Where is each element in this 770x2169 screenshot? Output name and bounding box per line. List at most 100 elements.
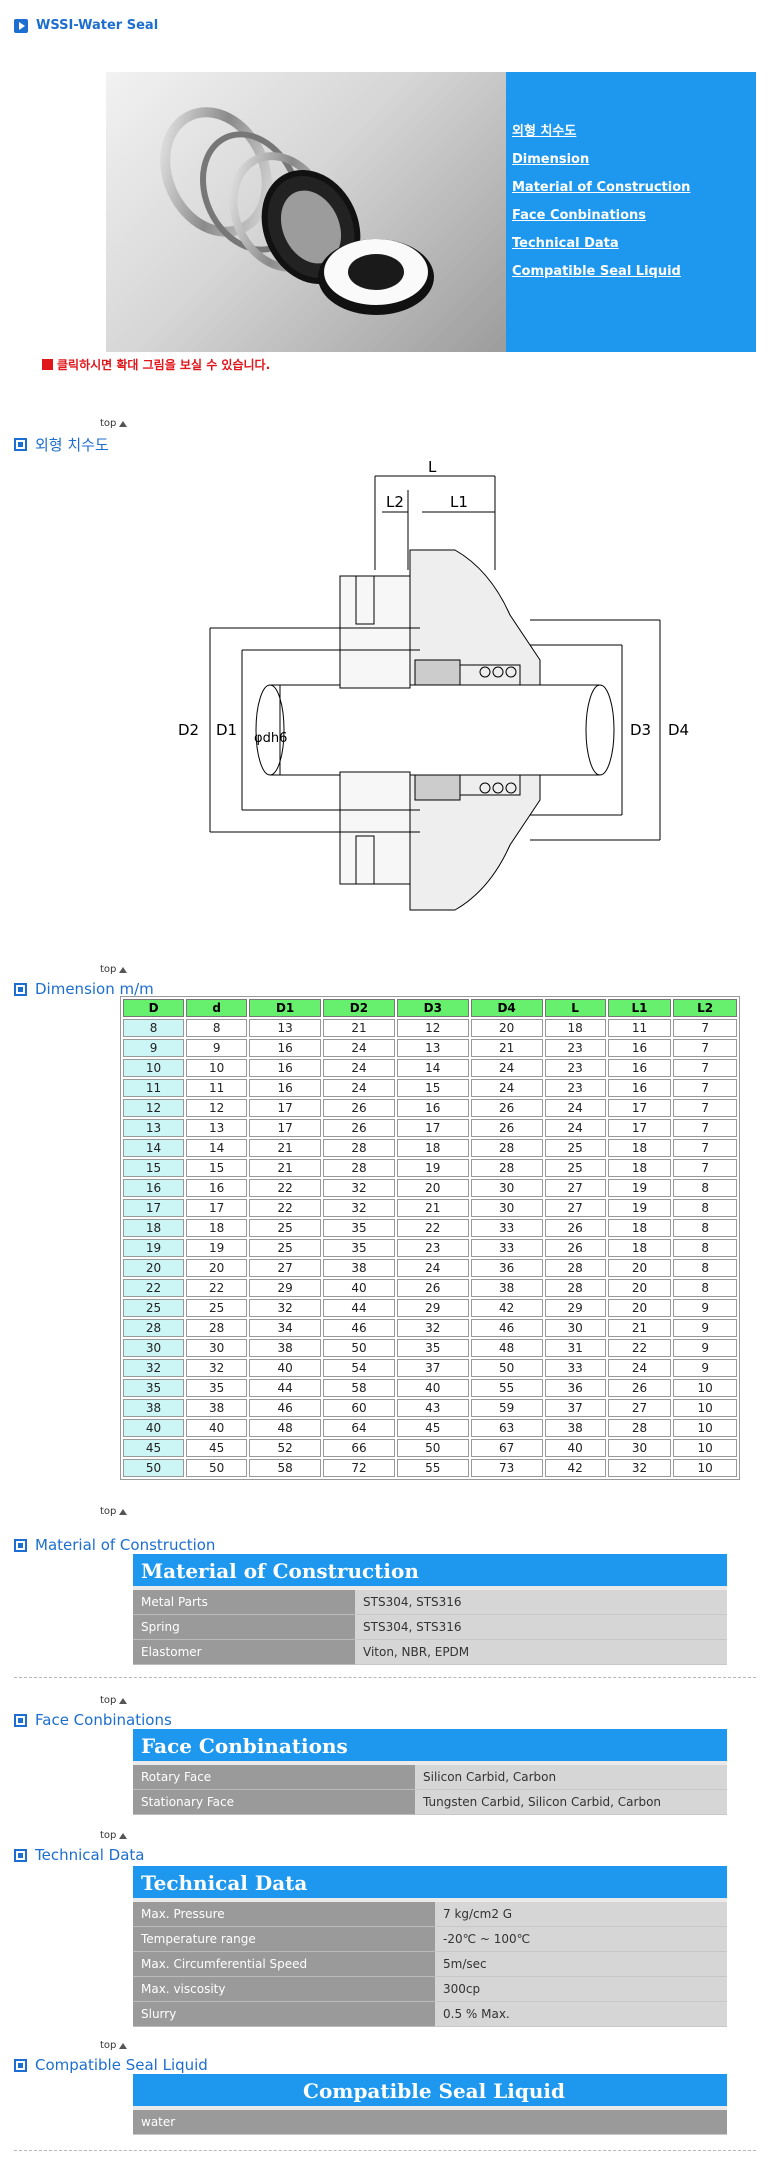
top-link[interactable]: top xyxy=(100,1695,128,1706)
divider xyxy=(14,2150,756,2151)
up-arrow-icon xyxy=(119,1508,128,1515)
top-link[interactable]: top xyxy=(100,1830,128,1841)
table-cell: 8 xyxy=(673,1199,737,1217)
table-cell: 40 xyxy=(249,1359,322,1377)
spec-value: Viton, NBR, EPDM xyxy=(355,1640,727,1665)
table-cell: 25 xyxy=(544,1139,606,1157)
spec-key: Spring xyxy=(133,1615,355,1640)
table-cell: 24 xyxy=(544,1119,606,1137)
table-cell: 43 xyxy=(396,1399,469,1417)
menu-link-face[interactable]: Face Conbinations xyxy=(512,208,647,223)
table-cell: 16 xyxy=(607,1079,672,1097)
menu-link-dimension[interactable]: Dimension xyxy=(512,152,590,167)
table-cell: 25 xyxy=(544,1159,606,1177)
hand-pointer-icon xyxy=(42,359,53,370)
page-title-row: WSSI-Water Seal xyxy=(14,18,158,33)
column-header: L1 xyxy=(607,999,672,1017)
table-cell: 21 xyxy=(470,1039,543,1057)
table-cell: 14 xyxy=(396,1059,469,1077)
column-header: D xyxy=(123,999,185,1017)
top-link[interactable]: top xyxy=(100,2040,128,2051)
table-cell: 13 xyxy=(396,1039,469,1057)
table-cell: 42 xyxy=(544,1459,606,1477)
table-cell: 73 xyxy=(470,1459,543,1477)
section-title: Technical Data xyxy=(35,1846,145,1864)
compatible-box: Compatible Seal Liquid water xyxy=(133,2074,727,2135)
table-cell: 28 xyxy=(470,1139,543,1157)
table-cell: 18 xyxy=(396,1139,469,1157)
column-header: D2 xyxy=(323,999,395,1017)
table-cell: 32 xyxy=(323,1179,395,1197)
table-cell: 26 xyxy=(323,1119,395,1137)
spec-value: STS304, STS316 xyxy=(355,1590,727,1615)
table-cell: 8 xyxy=(673,1259,737,1277)
table-cell: 21 xyxy=(607,1319,672,1337)
table-cell: 58 xyxy=(323,1379,395,1397)
top-link[interactable]: top xyxy=(100,1506,128,1517)
table-cell: 21 xyxy=(249,1159,322,1177)
spec-value: 5m/sec xyxy=(435,1952,727,1977)
menu-link-outline[interactable]: 외형 치수도 xyxy=(512,124,577,139)
table-cell: 20 xyxy=(470,1019,543,1037)
table-cell: 19 xyxy=(123,1239,185,1257)
top-link[interactable]: top xyxy=(100,418,128,429)
table-cell: 28 xyxy=(544,1259,606,1277)
table-cell: 35 xyxy=(123,1379,185,1397)
top-label: top xyxy=(100,1830,117,1841)
table-cell: 12 xyxy=(123,1099,185,1117)
table-cell: 38 xyxy=(470,1279,543,1297)
table-cell: 25 xyxy=(249,1219,322,1237)
table-cell: 27 xyxy=(544,1179,606,1197)
table-cell: 50 xyxy=(123,1459,185,1477)
table-cell: 28 xyxy=(186,1319,248,1337)
table-cell: 20 xyxy=(607,1259,672,1277)
table-cell: 20 xyxy=(396,1179,469,1197)
table-cell: 29 xyxy=(396,1299,469,1317)
table-cell: 24 xyxy=(607,1359,672,1377)
table-cell: 19 xyxy=(186,1239,248,1257)
menu-link-technical[interactable]: Technical Data xyxy=(512,236,619,251)
table-cell: 16 xyxy=(123,1179,185,1197)
section-heading-compatible: Compatible Seal Liquid xyxy=(14,2056,208,2074)
table-cell: 23 xyxy=(544,1039,606,1057)
table-cell: 18 xyxy=(123,1219,185,1237)
table-cell: 16 xyxy=(249,1079,322,1097)
table-cell: 46 xyxy=(323,1319,395,1337)
table-cell: 7 xyxy=(673,1119,737,1137)
menu-link-compatible[interactable]: Compatible Seal Liquid xyxy=(512,264,681,279)
table-cell: 17 xyxy=(186,1199,248,1217)
top-label: top xyxy=(100,418,117,429)
table-cell: 18 xyxy=(607,1239,672,1257)
table-cell: 25 xyxy=(186,1299,248,1317)
table-cell: 32 xyxy=(323,1199,395,1217)
product-image[interactable] xyxy=(106,72,506,352)
table-cell: 24 xyxy=(396,1259,469,1277)
table-cell: 48 xyxy=(249,1419,322,1437)
menu-link-material[interactable]: Material of Construction xyxy=(512,180,691,195)
table-cell: 17 xyxy=(607,1119,672,1137)
table-cell: 17 xyxy=(396,1119,469,1137)
table-cell: 18 xyxy=(186,1219,248,1237)
table-cell: 16 xyxy=(186,1179,248,1197)
top-link[interactable]: top xyxy=(100,964,128,975)
table-cell: 9 xyxy=(186,1039,248,1057)
table-cell: 38 xyxy=(544,1419,606,1437)
side-menu: 외형 치수도 Dimension Material of Constructio… xyxy=(506,72,756,352)
table-cell: 17 xyxy=(249,1099,322,1117)
spec-key: Max. viscosity xyxy=(133,1977,435,2002)
table-cell: 23 xyxy=(544,1079,606,1097)
table-cell: 44 xyxy=(323,1299,395,1317)
